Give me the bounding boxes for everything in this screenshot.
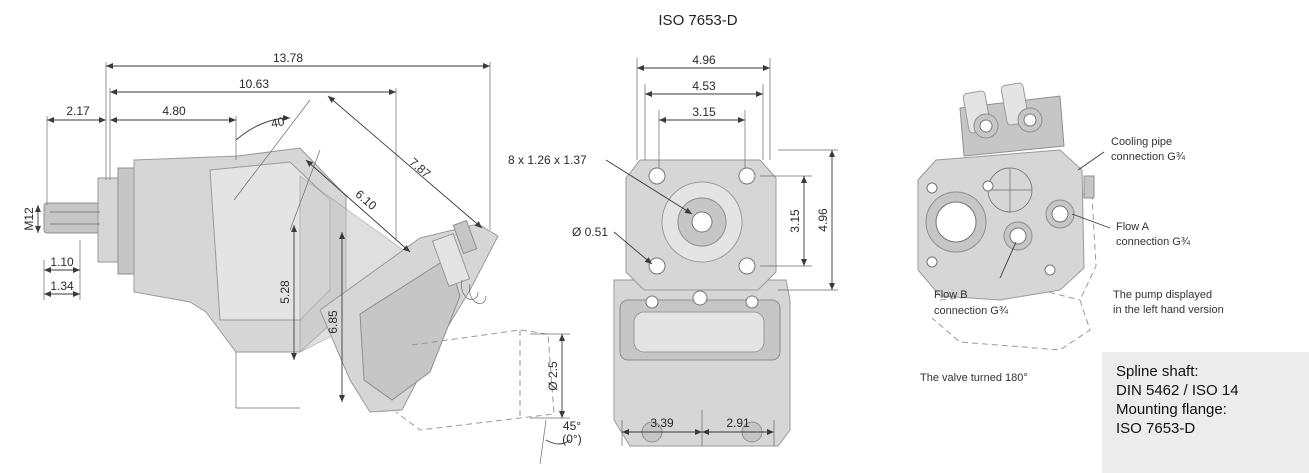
spec-line-1: Spline shaft: (1116, 363, 1199, 380)
flow-a-label-line2: connection G¾ (1116, 236, 1191, 248)
dim-bent-angle: 40° (270, 113, 291, 131)
dim-hole-diameter: Ø 0.51 (572, 225, 608, 239)
dim-height-outer: 4.96 (816, 208, 830, 232)
dim-width-mid: 4.53 (692, 79, 716, 93)
dim-overall-length: 13.78 (273, 51, 303, 65)
side-view: 13.78 10.63 2.17 4.80 40° 7.87 6.10 5.28… (22, 51, 582, 465)
flow-b-label-line1: Flow B (934, 289, 968, 301)
dim-height-inner: 3.15 (788, 209, 802, 233)
front-view-pump-body (613, 159, 791, 447)
dim-width-outer: 4.96 (692, 53, 716, 67)
dim-height-a: 5.28 (278, 280, 292, 304)
front-view: ISO 7653-D (508, 12, 838, 447)
dim-shaft-a: 1.10 (50, 255, 74, 269)
spec-line-2: DIN 5462 / ISO 14 (1116, 382, 1239, 399)
dim-to-flange: 10.63 (239, 77, 269, 91)
spec-line-4: ISO 7653-D (1116, 420, 1196, 437)
valve-view-body (917, 82, 1097, 351)
spec-box: Spline shaft: DIN 5462 / ISO 14 Mounting… (1102, 352, 1309, 473)
dim-offset-short: 6.10 (353, 187, 380, 213)
cooling-label-line1: Cooling pipe (1111, 136, 1172, 148)
flow-a-label-line1: Flow A (1116, 221, 1150, 233)
dim-valve-angle-top: 45° (563, 419, 581, 433)
valve-turned-note: The valve turned 180° (920, 372, 1028, 384)
dim-body-length: 4.80 (162, 104, 186, 118)
dim-height-b: 6.85 (326, 310, 340, 334)
valve-view: Cooling pipe connection G¾ Flow A connec… (917, 82, 1224, 384)
dim-width-inner: 3.15 (692, 105, 716, 119)
side-view-valve-outline (395, 329, 555, 431)
view-title: ISO 7653-D (658, 12, 737, 29)
dim-offset-long: 7.87 (407, 155, 434, 181)
dim-valve-angle-bottom: (0°) (562, 432, 581, 446)
flow-b-label-line2: connection G¾ (934, 305, 1009, 317)
dim-shaft-length: 2.17 (66, 104, 90, 118)
dim-base-left: 3.39 (650, 416, 674, 430)
side-view-pump-body (43, 147, 499, 413)
dim-shaft-b: 1.34 (50, 279, 74, 293)
pump-note-line1: The pump displayed (1113, 289, 1212, 301)
dim-port-diameter: Ø 2.5 (546, 361, 560, 391)
dim-shaft-thread: M12 (22, 207, 36, 231)
spec-line-3: Mounting flange: (1116, 401, 1227, 418)
pump-note-line2: in the left hand version (1113, 304, 1224, 316)
dim-base-right: 2.91 (726, 416, 750, 430)
dim-bolt-pattern: 8 x 1.26 x 1.37 (508, 153, 587, 167)
cooling-label-line2: connection G¾ (1111, 151, 1186, 163)
